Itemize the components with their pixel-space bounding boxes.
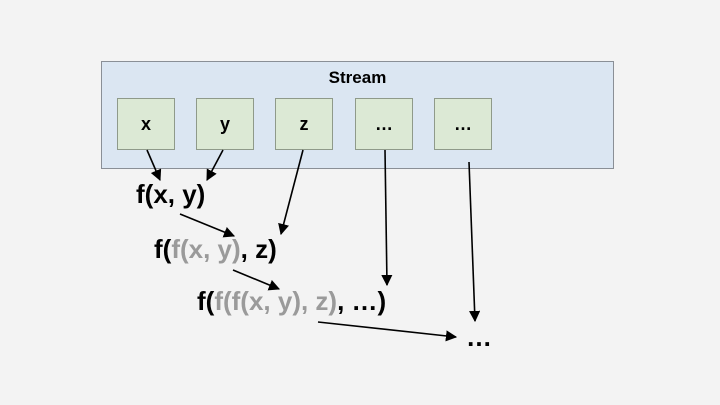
step-1-segment-0: f(x, y) — [136, 179, 206, 209]
arrow-step1-to-step2 — [179, 213, 236, 238]
stream-element-ellipsis-2: … — [434, 98, 492, 150]
arrow-x-to-step1 — [146, 149, 162, 182]
stream-element-y: y — [196, 98, 254, 150]
stream-container: Stream x y z … … — [101, 61, 614, 169]
arrow-ellipsis1-to-step3 — [381, 149, 393, 287]
step-2-segment-0: f( — [154, 234, 172, 264]
arrow-step2-to-step3 — [232, 269, 281, 291]
step-2-segment-1: f(x, y) — [171, 234, 241, 264]
step-2-expression: f(f(x, y), z) — [154, 234, 277, 265]
step-3-segment-2: , …) — [337, 286, 387, 316]
arrow-z-to-step2 — [278, 149, 304, 236]
step-3-expression: f(f(f(x, y), z), …) — [197, 286, 386, 317]
step-1-expression: f(x, y) — [136, 179, 205, 210]
arrow-step3-to-final — [317, 321, 458, 342]
stream-title: Stream — [328, 68, 387, 87]
step-3-segment-1: f(f(x, y), z) — [214, 286, 338, 316]
step-3-segment-0: f( — [197, 286, 215, 316]
stream-element-x: x — [117, 98, 175, 150]
stream-element-ellipsis-1: … — [355, 98, 413, 150]
arrow-y-to-step1 — [206, 149, 224, 181]
step-2-segment-2: , z) — [240, 234, 277, 264]
arrow-ellipsis2-to-final — [468, 161, 481, 323]
final-ellipsis: … — [466, 322, 492, 352]
stream-element-z: z — [275, 98, 333, 150]
